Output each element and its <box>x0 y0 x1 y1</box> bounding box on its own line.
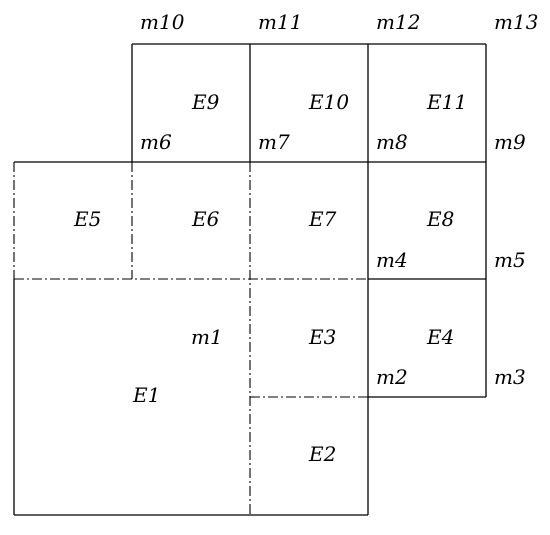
node-label-m3: m3 <box>494 365 526 389</box>
element-label-E4: E4 <box>426 325 454 349</box>
element-label-E5: E5 <box>73 207 101 231</box>
node-label-m8: m8 <box>376 130 408 154</box>
node-labels: m10 m11 m12 m13 m6 m7 m8 m9 m4 m5 m1 m2 … <box>140 10 538 389</box>
node-label-m13: m13 <box>494 10 538 34</box>
node-label-m9: m9 <box>494 130 526 154</box>
element-label-E10: E10 <box>308 90 349 114</box>
element-label-E7: E7 <box>308 207 337 231</box>
node-label-m10: m10 <box>140 10 185 34</box>
element-labels: E9 E10 E11 E5 E6 E7 E8 E3 E4 E1 E2 <box>73 90 467 466</box>
node-label-m1: m1 <box>191 325 223 349</box>
element-label-E8: E8 <box>426 207 454 231</box>
element-label-E1: E1 <box>132 383 160 407</box>
node-label-m4: m4 <box>376 248 408 272</box>
element-label-E6: E6 <box>191 207 220 231</box>
element-label-E9: E9 <box>191 90 220 114</box>
dashdot-edges <box>13 162 368 515</box>
node-label-m7: m7 <box>258 130 290 154</box>
node-label-m6: m6 <box>140 130 172 154</box>
element-label-E11: E11 <box>426 90 467 114</box>
node-label-m2: m2 <box>376 365 408 389</box>
node-label-m11: m11 <box>258 10 302 34</box>
node-label-m12: m12 <box>376 10 420 34</box>
element-label-E2: E2 <box>308 442 336 466</box>
node-label-m5: m5 <box>494 248 526 272</box>
element-label-E3: E3 <box>308 325 336 349</box>
